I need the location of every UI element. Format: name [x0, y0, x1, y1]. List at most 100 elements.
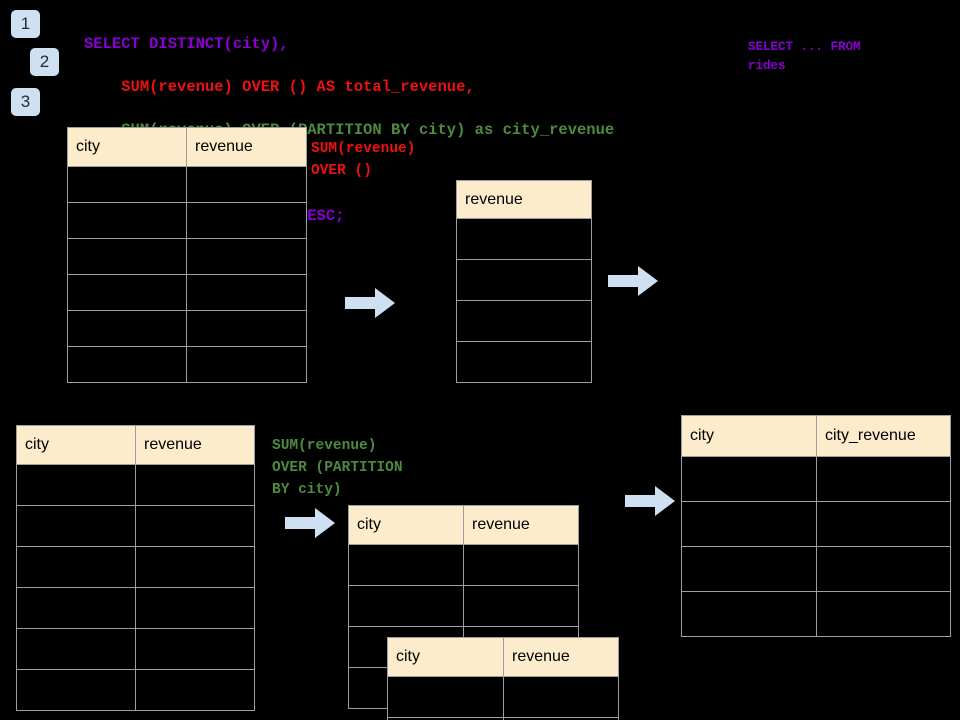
- arrow-total-to-result: [608, 266, 658, 296]
- cell-city-revenue: [816, 546, 951, 592]
- arrow-source-to-total: [345, 288, 395, 318]
- sql-line-select: SELECT DISTINCT(city),: [84, 34, 289, 53]
- table-row: [456, 218, 592, 260]
- table-row: [681, 501, 951, 547]
- cell-city: [67, 166, 187, 203]
- cell-city: [387, 676, 504, 718]
- cell-revenue: [456, 341, 592, 383]
- cell-city: [67, 274, 187, 311]
- cell-revenue: [503, 676, 619, 718]
- cell-revenue: [186, 346, 307, 383]
- cell-revenue: [456, 259, 592, 301]
- table-row: [456, 300, 592, 342]
- cell-revenue: [135, 464, 255, 506]
- rides-source-table-partitioned: city revenue: [16, 425, 255, 711]
- cell-city: [16, 669, 136, 711]
- table-header-row: city revenue: [387, 637, 619, 677]
- table-row: [681, 591, 951, 637]
- table-row: [67, 274, 307, 311]
- cell-revenue: [503, 717, 619, 720]
- column-header-city: city: [387, 637, 504, 677]
- column-header-city: city: [67, 127, 187, 167]
- column-header-revenue: revenue: [186, 127, 307, 167]
- table-row: [348, 585, 579, 627]
- table-row: [16, 669, 255, 711]
- cell-revenue: [135, 587, 255, 629]
- arrow-partition-to-result: [625, 486, 675, 516]
- partition-group-table-front: city revenue: [387, 637, 619, 720]
- table-row: [681, 546, 951, 592]
- table-header-row: revenue: [456, 180, 592, 219]
- total-revenue-table: revenue: [456, 180, 592, 383]
- column-header-city: city: [681, 415, 817, 457]
- cell-revenue: [186, 166, 307, 203]
- arrow-source-to-partition: [285, 508, 335, 538]
- table-row: [67, 310, 307, 347]
- table-row: [456, 341, 592, 383]
- cell-city-revenue: [816, 501, 951, 547]
- cell-revenue: [463, 585, 579, 627]
- table-row: [67, 346, 307, 383]
- table-row: [387, 717, 619, 720]
- table-header-row: city revenue: [67, 127, 307, 167]
- callout-city-revenue: SUM(revenue) OVER (PARTITION BY city): [272, 438, 403, 498]
- step-badge-3: 3: [11, 88, 40, 116]
- step-badge-2: 2: [30, 48, 59, 76]
- cell-city: [16, 464, 136, 506]
- cell-city-revenue: [816, 456, 951, 502]
- cell-revenue: [135, 628, 255, 670]
- table-header-row: city revenue: [348, 505, 579, 545]
- rides-source-table: city revenue: [67, 127, 307, 383]
- cell-city: [681, 546, 817, 592]
- cell-revenue: [463, 544, 579, 586]
- table-row: [16, 505, 255, 547]
- cell-revenue: [135, 669, 255, 711]
- cell-city-revenue: [816, 591, 951, 637]
- cell-revenue: [186, 274, 307, 311]
- cell-revenue: [135, 546, 255, 588]
- cell-city: [67, 238, 187, 275]
- sql-indent-1: [84, 78, 121, 96]
- cell-revenue: [186, 238, 307, 275]
- cell-city: [681, 456, 817, 502]
- cell-city: [67, 310, 187, 347]
- cell-city: [16, 505, 136, 547]
- callout-total-revenue: SUM(revenue) OVER (): [311, 141, 416, 179]
- cell-city: [681, 591, 817, 637]
- cell-revenue: [456, 218, 592, 260]
- cell-revenue: [456, 300, 592, 342]
- cell-city: [348, 585, 464, 627]
- table-row: [16, 464, 255, 506]
- cell-city: [16, 587, 136, 629]
- column-header-city: city: [16, 425, 136, 465]
- column-header-revenue: revenue: [463, 505, 579, 545]
- table-row: [67, 238, 307, 275]
- column-header-city-revenue: city_revenue: [816, 415, 951, 457]
- table-row: [456, 259, 592, 301]
- table-header-row: city city_revenue: [681, 415, 951, 457]
- cell-city: [67, 202, 187, 239]
- cell-city: [16, 546, 136, 588]
- table-row: [67, 202, 307, 239]
- sql-line-total-revenue: SUM(revenue) OVER () AS total_revenue,: [121, 77, 475, 96]
- table-row: [67, 166, 307, 203]
- result-table: city city_revenue: [681, 415, 951, 637]
- table-row: [16, 587, 255, 629]
- table-row: [681, 456, 951, 502]
- cell-revenue: [186, 310, 307, 347]
- table-header-row: city revenue: [16, 425, 255, 465]
- partition-group-table-back: city revenue: [348, 505, 579, 709]
- column-header-revenue: revenue: [456, 180, 592, 219]
- sql-side-note: SELECT ... FROM rides: [748, 40, 861, 73]
- column-header-revenue: revenue: [503, 637, 619, 677]
- cell-revenue: [186, 202, 307, 239]
- table-row: [387, 676, 619, 718]
- column-header-revenue: revenue: [135, 425, 255, 465]
- cell-city: [67, 346, 187, 383]
- cell-city: [681, 501, 817, 547]
- cell-city: [348, 544, 464, 586]
- table-row: [16, 628, 255, 670]
- cell-revenue: [135, 505, 255, 547]
- step-badge-1: 1: [11, 10, 40, 38]
